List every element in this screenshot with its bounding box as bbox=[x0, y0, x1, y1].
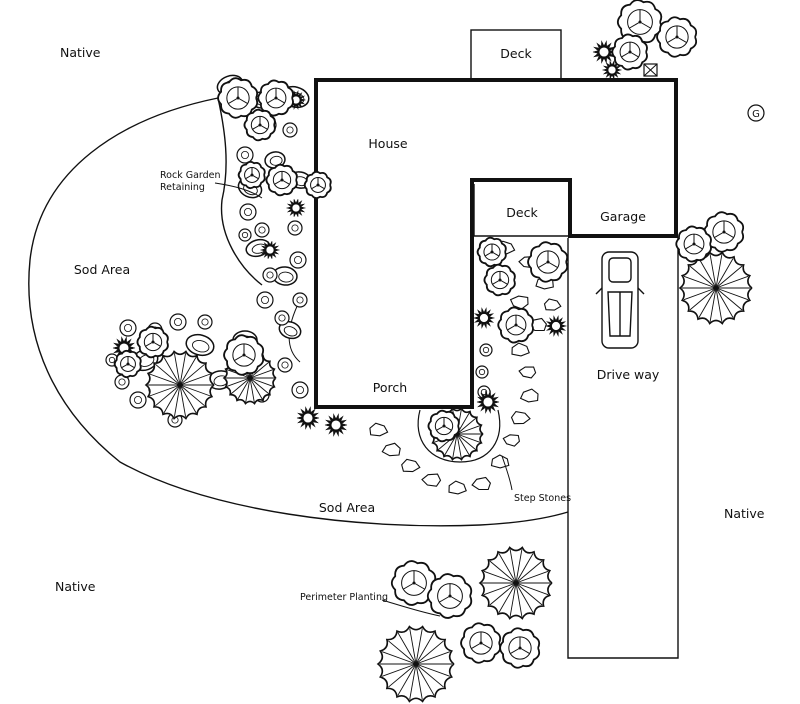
tree-symbol-icon bbox=[243, 108, 276, 142]
sod-area-left-label: Sod Area bbox=[74, 262, 130, 277]
tree-symbol-icon bbox=[703, 211, 745, 253]
shrub-symbol-icon bbox=[259, 241, 281, 259]
porch-label: Porch bbox=[373, 380, 407, 395]
perimeter-leader bbox=[381, 599, 441, 617]
tree-symbol-icon bbox=[427, 409, 460, 443]
tree-symbol-icon bbox=[527, 241, 569, 283]
shrub-symbol-icon bbox=[472, 307, 496, 329]
tree-symbol-icon bbox=[237, 160, 266, 190]
native-top-left-label: Native bbox=[60, 45, 101, 60]
planting-layer bbox=[105, 0, 753, 703]
rock-garden-label-line2: Retaining bbox=[160, 182, 205, 193]
palm-symbol-icon bbox=[376, 625, 455, 703]
shrub-symbol-icon bbox=[601, 60, 623, 80]
shrub-symbol-icon bbox=[296, 406, 320, 430]
tree-symbol-icon bbox=[675, 225, 712, 263]
palm-symbol-icon bbox=[678, 251, 753, 325]
tree-symbol-icon bbox=[223, 334, 265, 376]
native-bottom-left-label: Native bbox=[55, 579, 96, 594]
tree-symbol-icon bbox=[483, 263, 516, 297]
rock-garden-leader bbox=[214, 182, 263, 199]
shrub-symbol-icon bbox=[592, 40, 616, 64]
tree-symbol-icon bbox=[426, 573, 473, 619]
garage-label: Garage bbox=[600, 209, 646, 224]
small-plant-symbol-icon bbox=[479, 343, 493, 357]
stepping-stone-icon bbox=[502, 434, 520, 447]
small-plant-symbol-icon bbox=[239, 203, 257, 221]
native-right-label: Native bbox=[724, 506, 765, 521]
tree-symbol-icon bbox=[476, 236, 507, 268]
small-plant-symbol-icon bbox=[114, 374, 130, 390]
small-plant-symbol-icon bbox=[277, 357, 293, 373]
driveway bbox=[567, 238, 679, 659]
small-plant-symbol-icon bbox=[475, 365, 489, 379]
small-plant-symbol-icon bbox=[119, 319, 137, 337]
tree-symbol-icon bbox=[611, 33, 648, 71]
sod-area-bottom-label: Sod Area bbox=[319, 500, 375, 515]
small-plant-symbol-icon bbox=[282, 122, 298, 138]
palm-symbol-icon bbox=[144, 350, 215, 420]
tree-symbol-icon bbox=[303, 170, 332, 200]
shrub-symbol-icon bbox=[544, 315, 568, 337]
house-footprint bbox=[314, 78, 678, 409]
shrub-symbol-icon bbox=[285, 199, 307, 217]
tree-symbol-icon bbox=[257, 79, 294, 117]
tree-symbol-icon bbox=[136, 325, 169, 359]
tree-symbol-icon bbox=[656, 16, 698, 58]
north-marker-icon bbox=[747, 104, 765, 122]
small-plant-symbol-icon bbox=[289, 251, 307, 269]
small-plant-symbol-icon bbox=[287, 220, 303, 236]
small-plant-symbol-icon bbox=[262, 267, 278, 283]
deck-top-label: Deck bbox=[500, 46, 532, 61]
tree-symbol-icon bbox=[113, 349, 142, 379]
small-plant-symbol-icon bbox=[129, 391, 147, 409]
tree-symbol-icon bbox=[499, 627, 541, 669]
perimeter-planting-label: Perimeter Planting bbox=[300, 592, 388, 603]
small-plant-symbol-icon bbox=[238, 228, 252, 242]
tree-symbol-icon bbox=[265, 163, 298, 197]
shrub-symbol-icon bbox=[476, 390, 500, 414]
stepping-stone-icon bbox=[421, 473, 442, 487]
house-label: House bbox=[368, 136, 407, 151]
small-plant-symbol-icon bbox=[197, 314, 213, 330]
stepping-stone-icon bbox=[519, 388, 539, 403]
small-plant-symbol-icon bbox=[274, 310, 290, 326]
small-plant-symbol-icon bbox=[254, 222, 270, 238]
stepping-stone-icon bbox=[509, 295, 529, 310]
rock-garden-label-line1: Rock Garden bbox=[160, 170, 221, 181]
north-marker-label: G bbox=[752, 109, 760, 120]
small-plant-symbol-icon bbox=[169, 313, 187, 331]
tree-symbol-icon bbox=[616, 0, 663, 45]
tree-symbol-icon bbox=[497, 306, 534, 344]
stepping-stone-icon bbox=[490, 454, 510, 469]
boulder-symbol-icon bbox=[278, 320, 302, 340]
stepping-stone-icon bbox=[510, 411, 531, 425]
shrub-symbol-icon bbox=[324, 413, 348, 437]
small-plant-symbol-icon bbox=[236, 146, 254, 164]
stepping-stone-icon bbox=[401, 458, 421, 473]
sod-area-outline bbox=[28, 97, 569, 527]
step-stones-leader bbox=[501, 455, 513, 491]
small-plant-symbol-icon bbox=[256, 291, 274, 309]
stepping-stone-icon bbox=[381, 442, 401, 457]
tree-symbol-icon bbox=[390, 560, 437, 606]
planter-box-icon bbox=[643, 63, 658, 77]
tree-symbol-icon bbox=[217, 77, 259, 119]
car-icon bbox=[595, 251, 645, 349]
palm-symbol-icon bbox=[478, 546, 553, 620]
stepping-stone-icon bbox=[448, 480, 467, 495]
stepping-stone-icon bbox=[543, 298, 562, 311]
small-plant-symbol-icon bbox=[292, 292, 308, 308]
step-stones-label: Step Stones bbox=[514, 493, 571, 504]
stepping-stone-icon bbox=[511, 342, 530, 357]
stepping-stone-icon bbox=[518, 366, 537, 379]
stepping-stone-icon bbox=[471, 476, 492, 491]
stepping-stone-icon bbox=[369, 422, 389, 437]
small-plant-symbol-icon bbox=[291, 381, 309, 399]
deck-inner-label: Deck bbox=[506, 205, 538, 220]
driveway-label: Drive way bbox=[597, 367, 660, 382]
tree-symbol-icon bbox=[460, 622, 502, 664]
